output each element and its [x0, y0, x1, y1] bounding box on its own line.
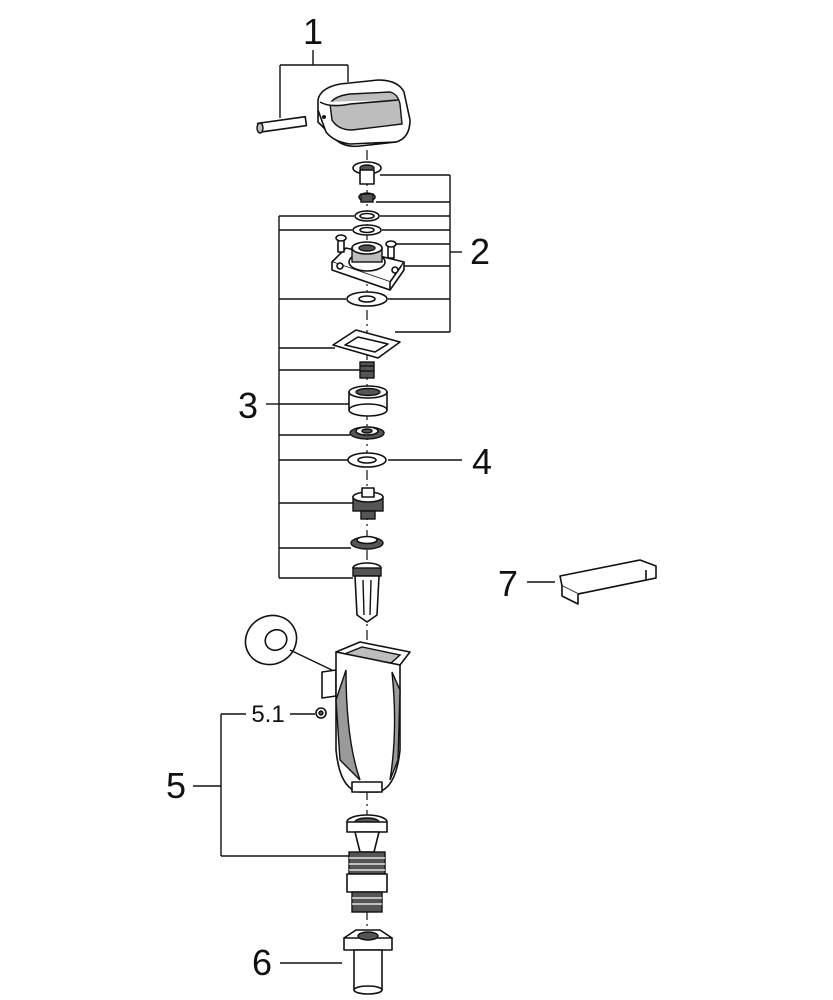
part-cartridge — [352, 562, 382, 623]
leader-2 — [376, 174, 462, 333]
part-washer — [349, 426, 385, 440]
part-flange-plate — [331, 234, 405, 291]
part-spring — [359, 361, 375, 379]
callout-1: 1 — [303, 11, 323, 52]
part-orings — [352, 210, 382, 236]
callout-7: 7 — [498, 563, 518, 604]
part-small-nut — [315, 707, 327, 719]
part-ring-gasket — [346, 291, 388, 307]
part-seal-ring — [347, 452, 387, 468]
callout-4: 4 — [472, 441, 492, 482]
callout-2: 2 — [470, 231, 490, 272]
part-union-fitting — [346, 814, 388, 913]
leader-5 — [193, 713, 349, 857]
callout-3: 3 — [238, 385, 258, 426]
leader-3 — [266, 215, 360, 579]
part-valve-stem — [352, 161, 382, 203]
callout-5: 5 — [166, 765, 186, 806]
part-flat-gasket — [332, 329, 401, 359]
part-bracket — [559, 559, 657, 605]
part-housing — [244, 614, 411, 793]
callout-6: 6 — [252, 942, 272, 983]
part-gear-piston — [352, 487, 384, 520]
callout-5-1: 5.1 — [251, 701, 284, 728]
part-nut-tube — [343, 929, 393, 995]
part-cap-assembly — [256, 79, 411, 148]
part-sleeve — [348, 385, 388, 417]
leader-1 — [279, 50, 349, 118]
part-lower-ring — [350, 535, 384, 550]
